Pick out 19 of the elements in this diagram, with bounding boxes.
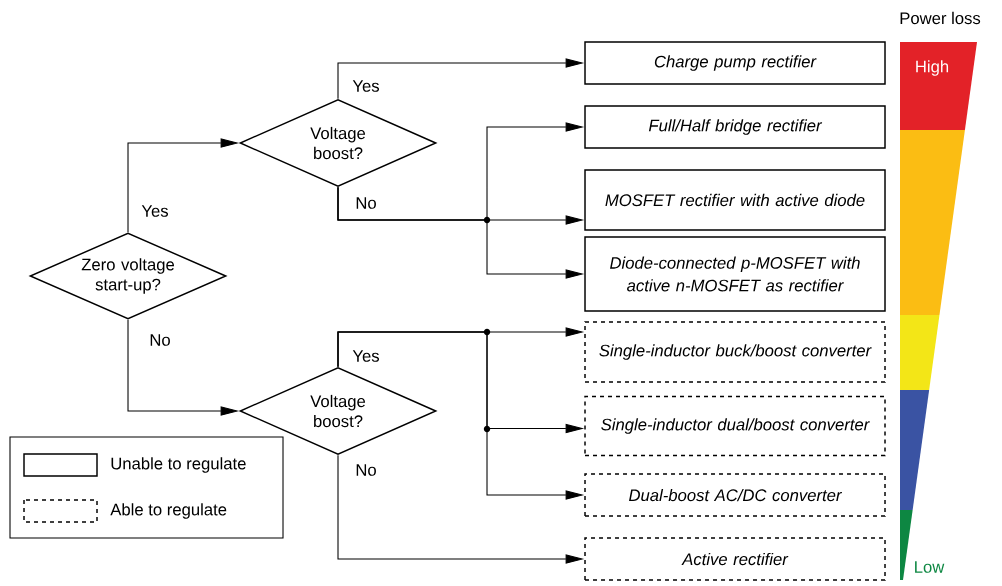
process-box: MOSFET rectifier with active diode bbox=[584, 169, 886, 231]
scale-label: Low bbox=[915, 561, 945, 573]
process-box: Single-inductor buck/boost converter bbox=[584, 321, 886, 383]
edge-label: No bbox=[148, 332, 172, 348]
process-box: Active rectifier bbox=[584, 537, 886, 581]
edge-label: Yes bbox=[140, 203, 170, 219]
process-box: Dual-boost AC/DC converter bbox=[584, 473, 886, 517]
axis-title: Power loss bbox=[900, 11, 981, 25]
process-box: Diode-connected p-MOSFET with active n-MOSFET as rectifier bbox=[584, 236, 886, 312]
process-box: Single-inductor dual/boost converter bbox=[584, 395, 886, 457]
process-box: Full/Half bridge rectifier bbox=[584, 105, 886, 149]
legend-label: Unable to regulate bbox=[111, 457, 246, 473]
edge-label: No bbox=[354, 195, 378, 211]
scale-label: High bbox=[916, 60, 949, 76]
edge-label: No bbox=[354, 462, 378, 478]
edge-label: Yes bbox=[351, 78, 381, 94]
edge-label: Yes bbox=[351, 348, 381, 364]
process-box: Charge pump rectifier bbox=[584, 41, 886, 85]
legend-label: Able to regulate bbox=[110, 503, 227, 519]
